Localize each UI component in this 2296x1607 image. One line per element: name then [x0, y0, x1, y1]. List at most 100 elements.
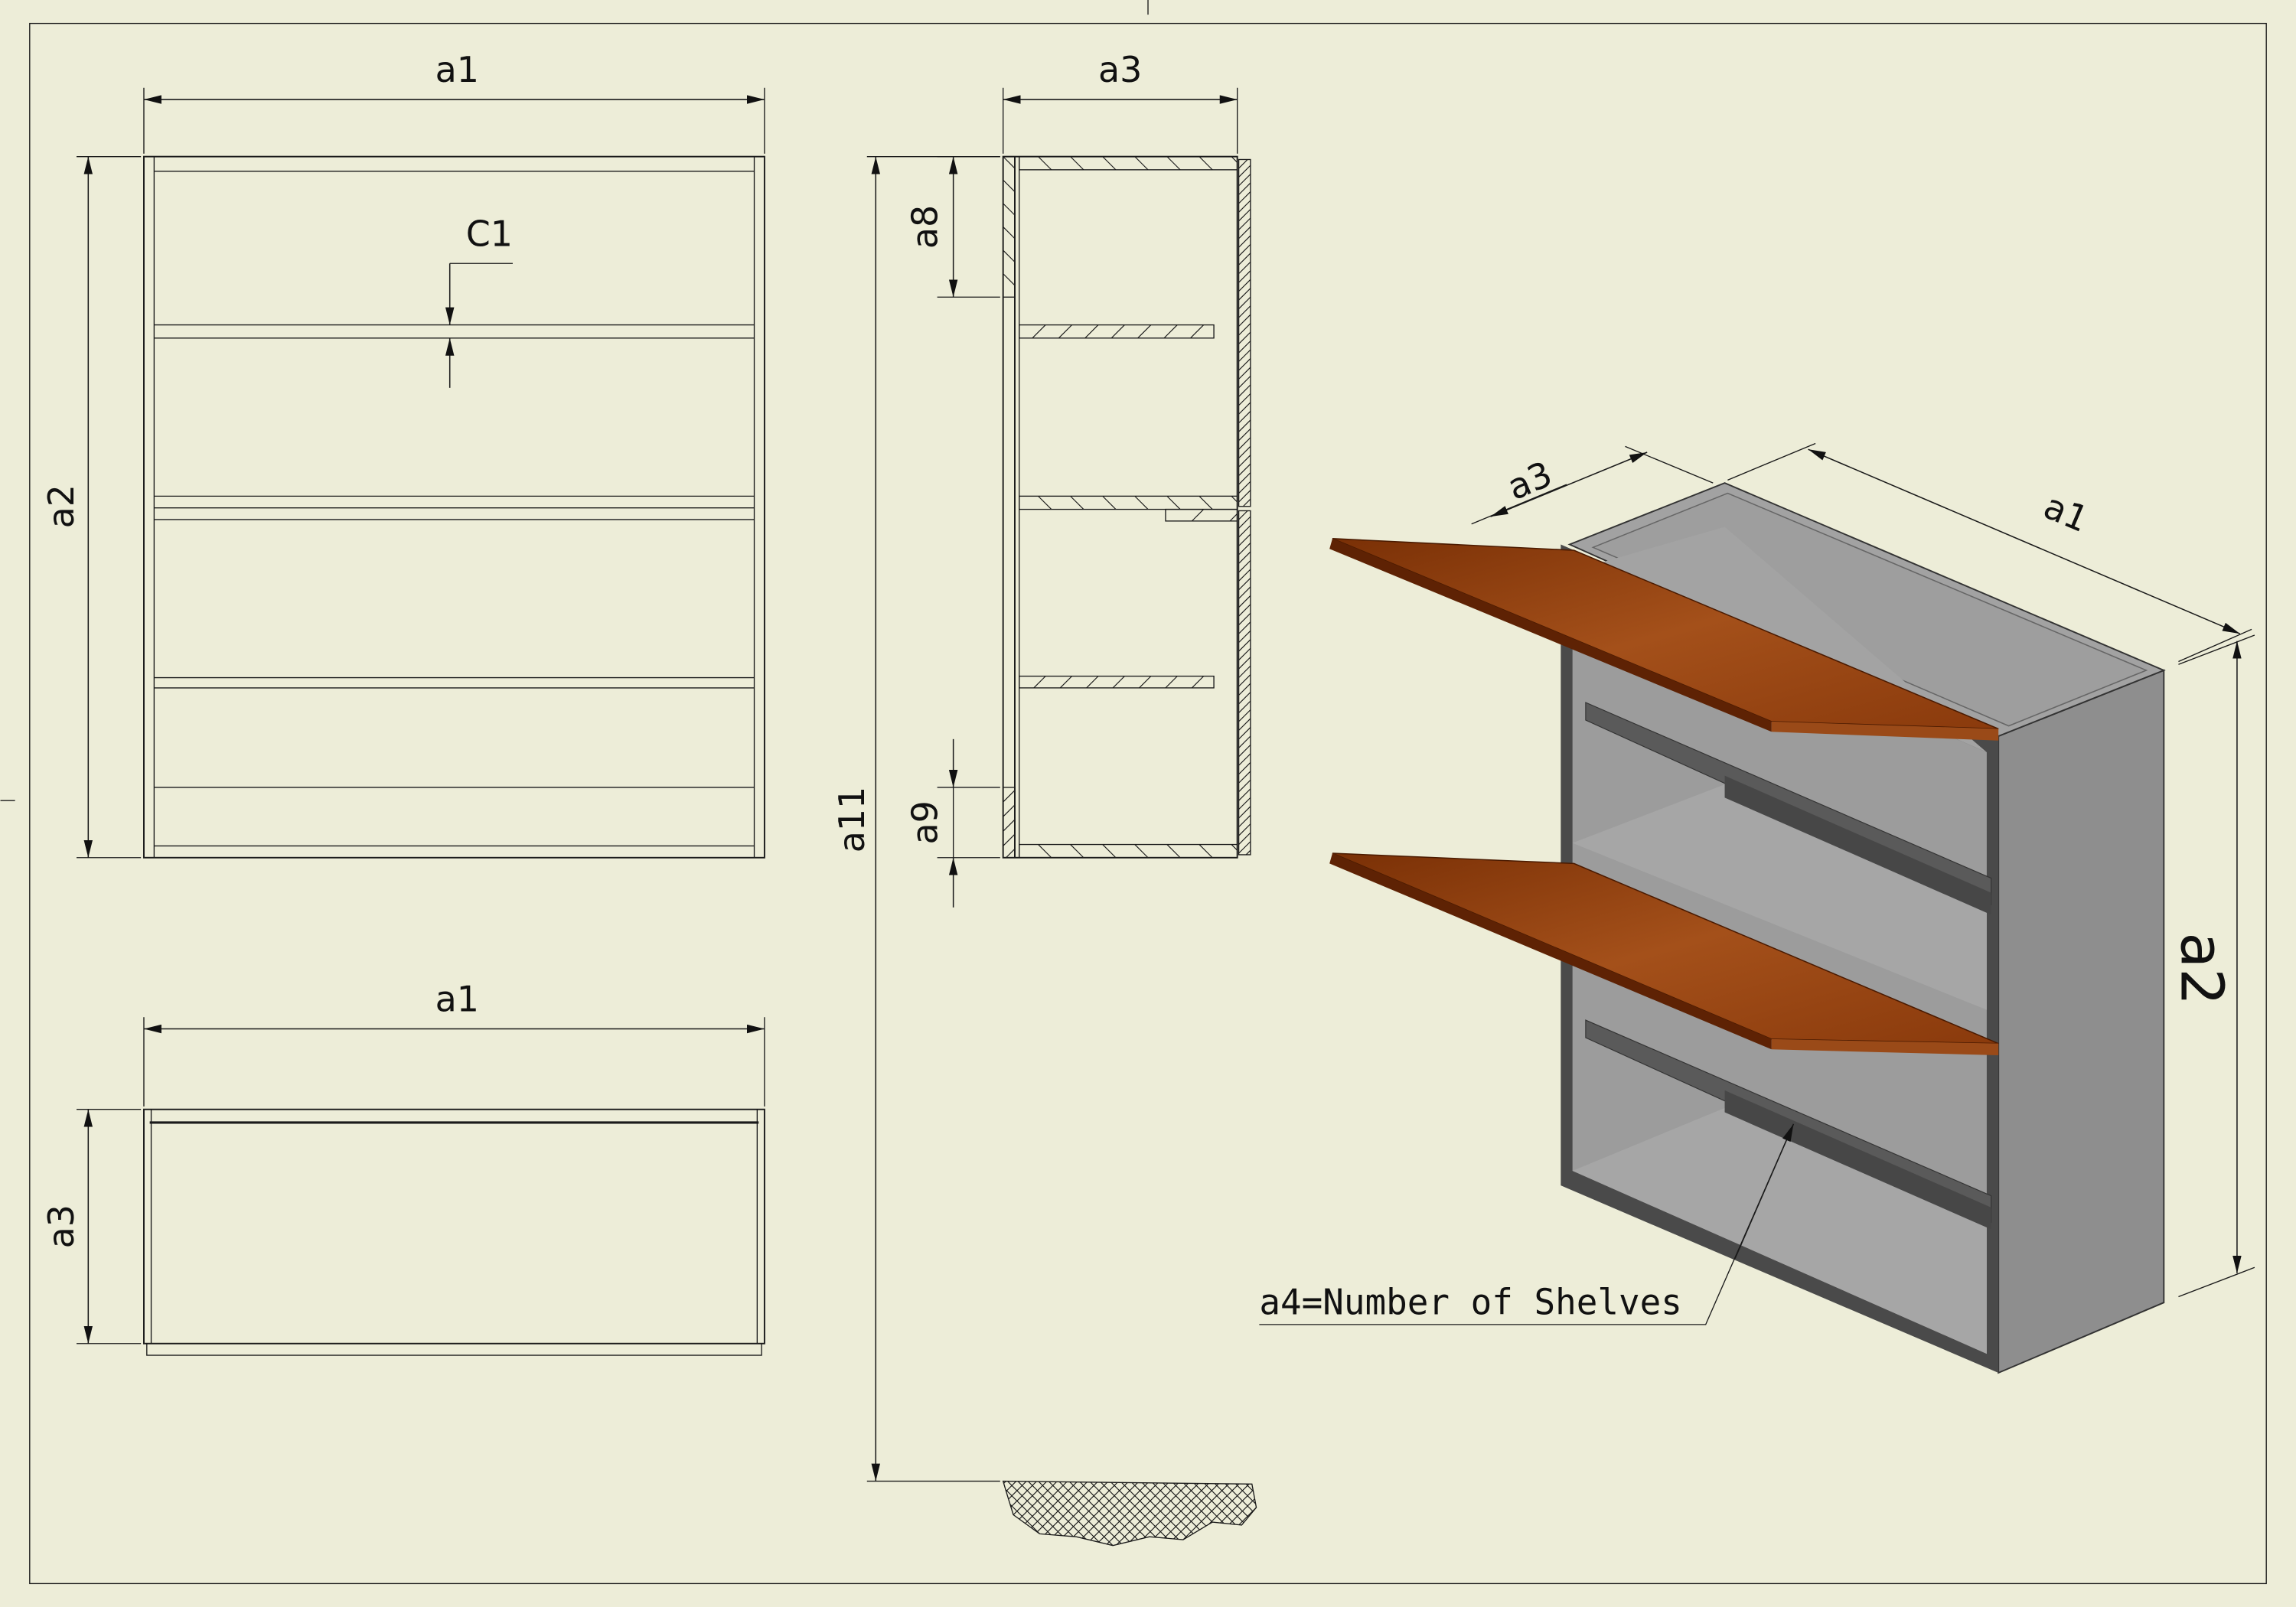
- hatch-line: [1238, 779, 1251, 793]
- hatch-line: [1238, 314, 1251, 327]
- hatch-line: [1238, 428, 1251, 442]
- bottom-offset-label: a9: [905, 800, 946, 844]
- hatch-line: [1238, 490, 1251, 503]
- hatch-line: [1191, 676, 1205, 689]
- hatch-line: [1238, 806, 1251, 819]
- hatch-line: [1231, 156, 1238, 163]
- hatch-line: [1134, 156, 1149, 171]
- front-height-label: a2: [41, 484, 82, 528]
- hatch-line: [1238, 376, 1251, 389]
- hatch-line: [1139, 676, 1152, 689]
- hatch-line: [1238, 191, 1251, 204]
- hatch-line: [1238, 253, 1251, 266]
- section-depth-label: a3: [1098, 49, 1142, 90]
- hatch-line: [1238, 367, 1251, 380]
- hatch-line: [1166, 495, 1181, 510]
- hatch-line: [1238, 674, 1251, 687]
- isometric-view: a3 a1 a2 a4=Number of Shelves: [1259, 442, 2255, 1374]
- hatch-line: [1238, 358, 1251, 371]
- hatch-line: [1238, 647, 1251, 660]
- hatch-line: [1238, 331, 1251, 344]
- hatch-line: [1137, 324, 1152, 339]
- hatch-line: [1038, 495, 1052, 510]
- hatch-line: [1238, 455, 1251, 468]
- hatch-line: [1238, 243, 1251, 257]
- hatch-line: [1238, 639, 1251, 652]
- hatch-line: [1238, 797, 1251, 810]
- front-view: a1 a2 C1: [41, 49, 765, 859]
- hatch-line: [1003, 273, 1016, 286]
- hatch-line: [1070, 156, 1084, 171]
- hatch-line: [1238, 270, 1251, 283]
- hatch-line: [1058, 324, 1072, 339]
- hatch-line: [1134, 844, 1149, 859]
- hatch-line: [1238, 217, 1251, 230]
- clearance-label: C1: [466, 213, 513, 254]
- hatch-line: [1003, 227, 1016, 240]
- hatch-line: [1238, 745, 1251, 758]
- hatch-line: [1238, 586, 1251, 599]
- hatch-line: [1112, 676, 1125, 689]
- hatch-line: [1102, 495, 1117, 510]
- hatch-line: [1003, 1481, 1038, 1513]
- hatch-line: [1003, 819, 1016, 832]
- hatch-line: [1003, 833, 1016, 846]
- hatch-line: [1238, 419, 1251, 432]
- hatch-line: [1238, 630, 1251, 644]
- hatch-line: [1033, 676, 1046, 689]
- hatch-line: [1058, 1481, 1140, 1546]
- hatch-line: [1006, 848, 1016, 859]
- hatch-line: [1102, 156, 1117, 171]
- hatch-line: [1199, 156, 1213, 171]
- hatch-line: [1190, 324, 1205, 339]
- hatch-line: [1238, 200, 1251, 213]
- hatch-line: [1238, 525, 1251, 538]
- hatch-line: [1238, 823, 1251, 836]
- hatch-line: [1166, 156, 1181, 171]
- hatch-line: [1238, 788, 1251, 801]
- hatch-line: [1238, 692, 1251, 705]
- hatch-line: [1238, 182, 1251, 195]
- plan-width-label: a1: [435, 979, 479, 1020]
- hatch-line: [1238, 463, 1251, 476]
- hatch-line: [1003, 179, 1016, 192]
- hatch-line: [1238, 578, 1251, 591]
- hatch-line: [1238, 814, 1251, 828]
- hatch-line: [1003, 1481, 1027, 1502]
- hatch-line: [1238, 533, 1251, 546]
- hatch-line: [1199, 495, 1213, 510]
- hatch-line: [1238, 657, 1251, 670]
- sheet-border: [29, 22, 2267, 1585]
- hatch-line: [1238, 516, 1251, 529]
- hatch-line: [1238, 174, 1251, 187]
- hatch-line: [1165, 676, 1178, 689]
- hatch-line: [1003, 790, 1016, 803]
- hatch-line: [1238, 481, 1251, 494]
- hatch-line: [1231, 495, 1238, 503]
- hatch-line: [1109, 1481, 1191, 1546]
- hatch-line: [1238, 595, 1251, 608]
- hatch-line: [1238, 227, 1251, 240]
- hatch-line: [1003, 156, 1016, 169]
- hatch-line: [1038, 844, 1052, 859]
- hatch-line: [1166, 844, 1181, 859]
- mount-height-label: a11: [831, 787, 872, 853]
- hatch-line: [1238, 402, 1251, 415]
- hatch-line: [1245, 849, 1251, 856]
- hatch-line: [1003, 203, 1016, 216]
- hatch-line: [1017, 1481, 1099, 1546]
- hatch-line: [1238, 621, 1251, 634]
- hatch-line: [1238, 762, 1251, 775]
- hatch-line: [1238, 437, 1251, 450]
- front-width-label: a1: [435, 49, 479, 90]
- hatch-line: [1003, 804, 1016, 817]
- hatch-line: [1003, 249, 1016, 262]
- hatch-line: [1238, 753, 1251, 766]
- hatch-line: [1038, 156, 1052, 171]
- hatch-line: [1238, 700, 1251, 713]
- hatch-line: [1238, 165, 1251, 178]
- shelf-count-annotation: a4=Number of Shelves: [1259, 1281, 1682, 1322]
- hatch-line: [1238, 235, 1251, 248]
- iso-height-label: a2: [2167, 932, 2235, 1006]
- hatch-line: [1134, 495, 1149, 510]
